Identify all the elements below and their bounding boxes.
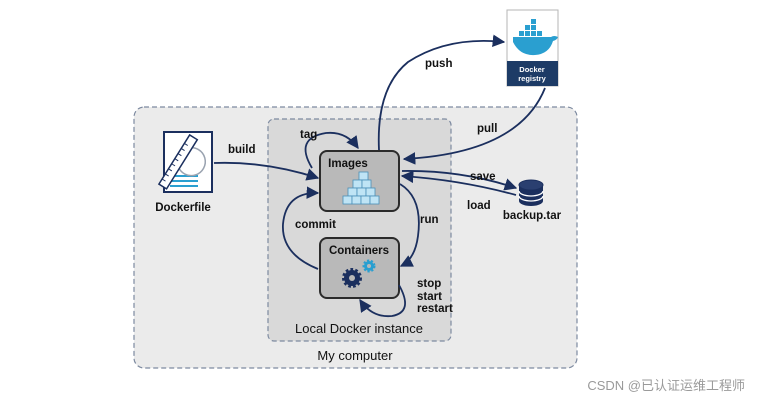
tag-arrow bbox=[304, 131, 359, 169]
save-arrow bbox=[401, 170, 518, 191]
my-computer-label: My computer bbox=[317, 348, 393, 363]
save-label: save bbox=[470, 171, 496, 183]
pull-label: pull bbox=[477, 123, 497, 135]
commit-arrow bbox=[282, 186, 320, 270]
dockerfile-label: Dockerfile bbox=[155, 202, 211, 214]
containers-label: Containers bbox=[329, 245, 389, 257]
gears-icon bbox=[342, 259, 376, 288]
dockerfile-icon bbox=[157, 131, 213, 193]
push-arrow bbox=[377, 34, 506, 151]
run-arrow bbox=[399, 183, 420, 267]
local-docker-instance-label: Local Docker instance bbox=[295, 321, 423, 336]
pull-arrow bbox=[402, 87, 546, 165]
commit-label: commit bbox=[295, 219, 336, 231]
registry-label-line1: Docker bbox=[519, 65, 545, 74]
registry-label-line2: registry bbox=[518, 74, 546, 83]
docker-registry-node bbox=[506, 9, 559, 87]
push-label: push bbox=[425, 58, 452, 70]
build-label: build bbox=[228, 144, 255, 156]
images-label: Images bbox=[328, 158, 368, 170]
build-arrow bbox=[213, 161, 320, 181]
load-arrow bbox=[400, 170, 517, 196]
stop-label: stop bbox=[417, 278, 441, 290]
restart-label: restart bbox=[417, 303, 453, 315]
stop-start-restart-arrow bbox=[359, 284, 406, 318]
run-label: run bbox=[420, 214, 439, 226]
start-label: start bbox=[417, 291, 442, 303]
database-icon bbox=[518, 179, 544, 206]
tag-label: tag bbox=[300, 129, 317, 141]
watermark: CSDN @已认证运维工程师 bbox=[587, 378, 745, 393]
image-layers-icon bbox=[342, 171, 380, 205]
backup-label: backup.tar bbox=[503, 210, 562, 222]
containers-node bbox=[319, 237, 400, 299]
load-label: load bbox=[467, 200, 491, 212]
docker-whale-icon bbox=[513, 19, 558, 56]
